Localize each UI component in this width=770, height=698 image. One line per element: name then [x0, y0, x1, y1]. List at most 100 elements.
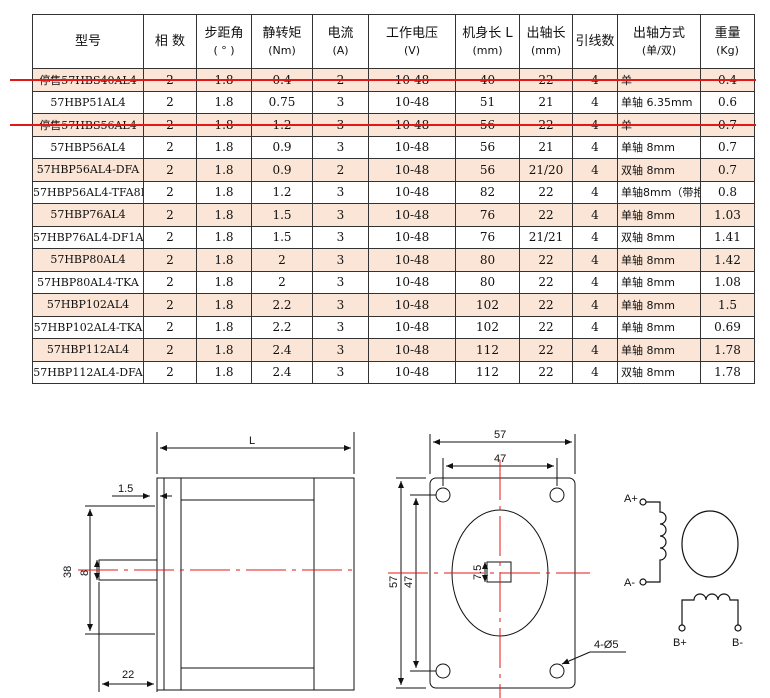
cell-phase: 2: [143, 338, 197, 362]
cell-leads: 4: [572, 248, 618, 272]
cell-leads: 4: [572, 158, 618, 182]
cell-weight: 1.03: [700, 203, 755, 227]
col-header: 型号: [32, 14, 144, 69]
terminal-b-minus: [734, 624, 742, 632]
mount-hole-bl: [435, 663, 451, 679]
col-header-label: 重量: [714, 25, 741, 41]
cell-voltage: 10-48: [368, 158, 456, 182]
cell-leads: 4: [572, 135, 618, 159]
cell-voltage: 10-48: [368, 180, 456, 204]
cell-weight: 0.6: [700, 90, 755, 114]
b-plus-label: B+: [673, 637, 687, 649]
cell-torque: 2: [251, 248, 313, 272]
cell-shaft-len: 21: [519, 90, 573, 114]
cell-length: 102: [455, 293, 520, 317]
holes-label: 4-Ø5: [594, 639, 618, 651]
cell-shaft: 单轴8mm（带抱闸）: [617, 180, 701, 204]
cell-current: 3: [312, 90, 369, 114]
cell-voltage: 10-48: [368, 360, 456, 384]
dimension-drawings: L 1.5 38 8 22 57 47 5: [62, 429, 743, 698]
flange-label: 1.5: [118, 483, 133, 495]
cell-shaft: 双轴 8mm: [617, 225, 701, 249]
cell-torque: 2.2: [251, 315, 313, 339]
cell-step: 1.8: [196, 203, 252, 227]
spec-table: 型号相 数步距角( ° )静转矩(Nm)电流(A)工作电压(V)机身长 L(mm…: [32, 14, 755, 384]
cell-phase: 2: [143, 158, 197, 182]
cell-shaft-len: 21: [519, 135, 573, 159]
col-header-label: 出轴长: [526, 25, 566, 41]
cell-model: 57HBP102AL4-TKA: [32, 315, 144, 339]
cell-leads: 4: [572, 180, 618, 204]
cell-step: 1.8: [196, 315, 252, 339]
cell-torque: 1.5: [251, 225, 313, 249]
cell-shaft-len: 21/20: [519, 158, 573, 182]
a-plus-label: A+: [624, 493, 638, 505]
cell-model: 57HBP80AL4-TKA: [32, 270, 144, 294]
shaft-end: [486, 561, 512, 583]
col-header-label: 步距角: [204, 25, 244, 41]
cell-torque: 2: [251, 270, 313, 294]
cell-step: 1.8: [196, 360, 252, 384]
col-header: 步距角 ( ° ): [196, 14, 252, 69]
cell-shaft: 单轴 6.35mm: [617, 90, 701, 114]
terminal-b-plus: [678, 624, 686, 632]
cell-length: 76: [455, 225, 520, 249]
cell-model: 57HBP76AL4: [32, 203, 144, 227]
cell-model: 57HBP56AL4-DFA: [32, 158, 144, 182]
cell-torque: 0.9: [251, 135, 313, 159]
cell-weight: 0.7: [700, 135, 755, 159]
width-47-label: 47: [494, 453, 506, 465]
height-38-label: 38: [62, 566, 74, 578]
col-header-unit: (V): [403, 43, 421, 57]
cell-leads: 4: [572, 338, 618, 362]
terminal-a-plus: [639, 498, 647, 506]
cell-phase: 2: [143, 293, 197, 317]
cell-shaft: 双轴 8mm: [617, 158, 701, 182]
cell-leads: 4: [572, 203, 618, 227]
cell-model: 57HBP56AL4-TFA8B: [32, 180, 144, 204]
cell-weight: 1.78: [700, 338, 755, 362]
cell-current: 3: [312, 315, 369, 339]
discontinued-strike-line: [10, 123, 756, 126]
cell-shaft: 单轴 8mm: [617, 135, 701, 159]
cell-voltage: 10-48: [368, 225, 456, 249]
cell-voltage: 10-48: [368, 315, 456, 339]
col-header-label: 电流: [327, 25, 354, 41]
cell-voltage: 10-48: [368, 135, 456, 159]
cell-current: 3: [312, 225, 369, 249]
shaft-flat-label: 7.5: [472, 565, 484, 580]
cell-torque: 1.2: [251, 180, 313, 204]
col-header: 电流(A): [312, 14, 369, 69]
col-header-label: 型号: [74, 34, 101, 49]
col-header-unit: ( ° ): [213, 43, 235, 57]
cell-step: 1.8: [196, 293, 252, 317]
cell-step: 1.8: [196, 180, 252, 204]
height-47-label: 47: [403, 576, 415, 588]
cell-length: 82: [455, 180, 520, 204]
cell-voltage: 10-48: [368, 293, 456, 317]
cell-shaft-len: 22: [519, 203, 573, 227]
cell-leads: 4: [572, 90, 618, 114]
cell-weight: 1.5: [700, 293, 755, 317]
cell-length: 112: [455, 360, 520, 384]
cell-torque: 2.4: [251, 338, 313, 362]
cell-leads: 4: [572, 315, 618, 339]
cell-current: 2: [312, 158, 369, 182]
cell-shaft-len: 22: [519, 338, 573, 362]
cell-shaft-len: 22: [519, 293, 573, 317]
cell-length: 80: [455, 248, 520, 272]
cell-current: 3: [312, 270, 369, 294]
cell-shaft: 单轴 8mm: [617, 338, 701, 362]
cell-leads: 4: [572, 225, 618, 249]
shaft-dia-label: 8: [79, 570, 91, 576]
a-minus-label: A-: [624, 577, 635, 589]
mount-hole-br: [549, 663, 565, 679]
b-minus-label: B-: [732, 637, 743, 649]
cell-leads: 4: [572, 270, 618, 294]
cell-shaft: 单轴 8mm: [617, 315, 701, 339]
header-row: 型号相 数步距角( ° )静转矩(Nm)电流(A)工作电压(V)机身长 L(mm…: [32, 14, 755, 69]
col-header: 工作电压(V): [368, 14, 456, 69]
